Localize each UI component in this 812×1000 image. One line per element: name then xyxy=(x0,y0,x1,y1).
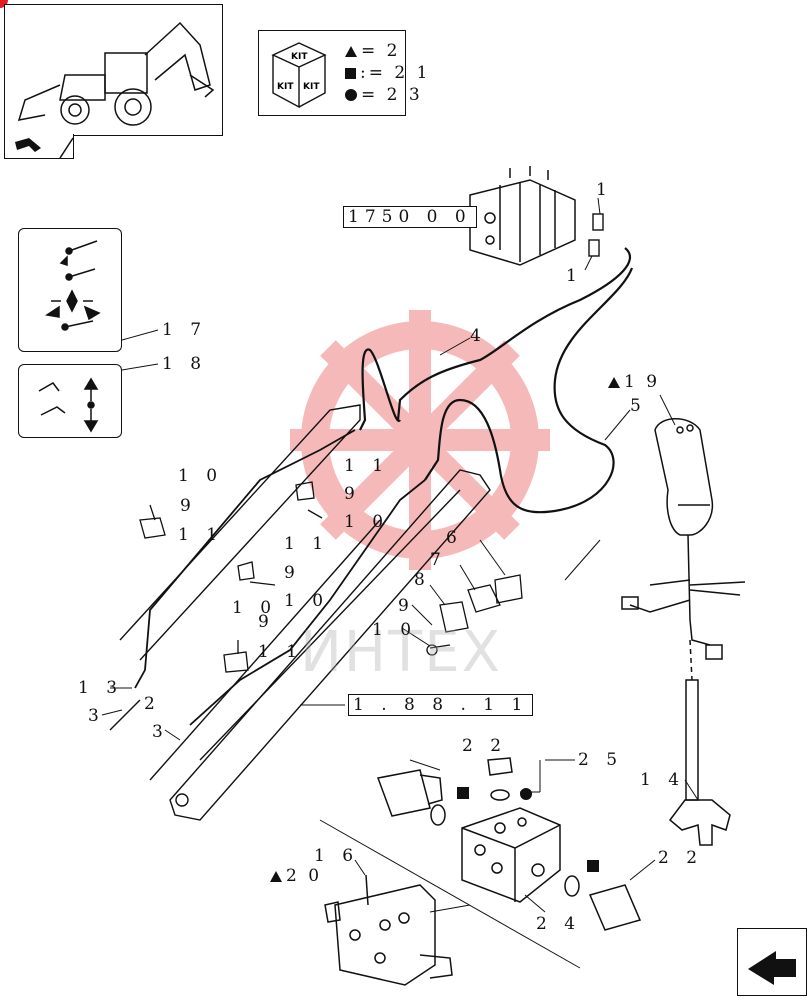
callout-3a: 3 xyxy=(88,706,105,726)
triangle-icon xyxy=(270,870,282,882)
callout-1a: 1 xyxy=(596,180,613,200)
joystick xyxy=(621,418,746,681)
section-ref-box: 1 . 8 8 . 1 1 xyxy=(348,694,534,716)
kit-line-triangle: = 2 xyxy=(345,41,400,61)
callout-9c: 9 xyxy=(284,563,301,583)
callout-18: 1 8 xyxy=(162,354,208,374)
callout-14: 1 4 xyxy=(640,770,686,790)
callout-10c: 1 0 xyxy=(284,591,330,611)
callout-22b: 2 2 xyxy=(658,848,704,868)
circle-icon xyxy=(520,788,532,800)
callout-4: 4 xyxy=(470,326,487,346)
triangle-icon xyxy=(608,376,620,388)
callout-17: 1 7 xyxy=(162,320,208,340)
kit-line-circle: = 2 3 xyxy=(345,85,423,105)
watermark-text: ИНТЕХ xyxy=(300,620,502,685)
callout-9e: 9 xyxy=(398,596,415,616)
callout-24: 2 4 xyxy=(536,914,582,934)
triangle-icon xyxy=(345,45,357,57)
callout-10d: 1 0 xyxy=(232,598,278,618)
callout-20: 2 0 xyxy=(270,866,322,886)
circle-icon xyxy=(345,89,357,101)
callout-6: 6 xyxy=(446,528,463,548)
square-icon xyxy=(587,860,599,872)
fitting-22-top xyxy=(376,769,446,826)
callout-3b: 3 xyxy=(152,722,169,742)
square-icon xyxy=(345,67,356,79)
lift-control-icon xyxy=(38,377,99,433)
joystick-bracket xyxy=(668,679,731,846)
kit-face-top: KIT xyxy=(291,52,308,62)
callout-10e: 1 0 xyxy=(372,620,418,640)
kit-legend-box: KIT KIT KIT = 2 := 2 1 = 2 3 xyxy=(258,30,427,116)
callout-22a: 2 2 xyxy=(462,736,508,756)
valve-ref-box: 1750 0 0 xyxy=(343,206,477,228)
callout-10b: 1 0 xyxy=(344,512,390,532)
callout-13: 1 3 xyxy=(78,678,124,698)
square-icon xyxy=(457,787,469,799)
backhoe-loader-icon xyxy=(17,21,215,126)
plug-25 xyxy=(487,757,513,801)
callout-1b: 1 xyxy=(566,266,583,286)
callout-9d: 9 xyxy=(258,612,275,632)
callout-8: 8 xyxy=(414,570,431,590)
kit-line-square: := 2 1 xyxy=(345,63,430,83)
callout-5: 5 xyxy=(630,396,647,416)
callout-7: 7 xyxy=(430,550,447,570)
valve-block xyxy=(461,807,561,903)
callout-9a: 9 xyxy=(180,496,197,516)
callout-9b: 9 xyxy=(344,484,361,504)
callout-25: 2 5 xyxy=(578,750,624,770)
callout-10a: 1 0 xyxy=(178,466,224,486)
callout-11d: 1 1 xyxy=(258,642,304,662)
kit-face-left: KIT xyxy=(277,82,294,92)
decal-18 xyxy=(18,364,122,438)
decal-17 xyxy=(18,228,122,352)
view-indicator xyxy=(4,134,74,159)
callout-11c: 1 1 xyxy=(284,534,330,554)
gear-watermark xyxy=(290,310,550,570)
next-page-arrow-box[interactable] xyxy=(737,928,807,996)
callout-11a: 1 1 xyxy=(178,525,224,545)
arrow-icon xyxy=(748,951,796,985)
callout-11b: 1 1 xyxy=(344,456,390,476)
callout-16: 1 6 xyxy=(314,846,360,866)
kit-face-right: KIT xyxy=(303,82,320,92)
machine-thumbnail-frame xyxy=(4,4,223,136)
control-valve xyxy=(469,166,576,266)
control-pattern-icon xyxy=(45,240,101,331)
valve-20 xyxy=(324,874,453,986)
fitting-22-bottom xyxy=(564,875,642,931)
callout-2: 2 xyxy=(144,694,161,714)
callout-19: 1 9 xyxy=(608,372,660,392)
kit-cube-icon: KIT KIT KIT xyxy=(271,42,327,109)
